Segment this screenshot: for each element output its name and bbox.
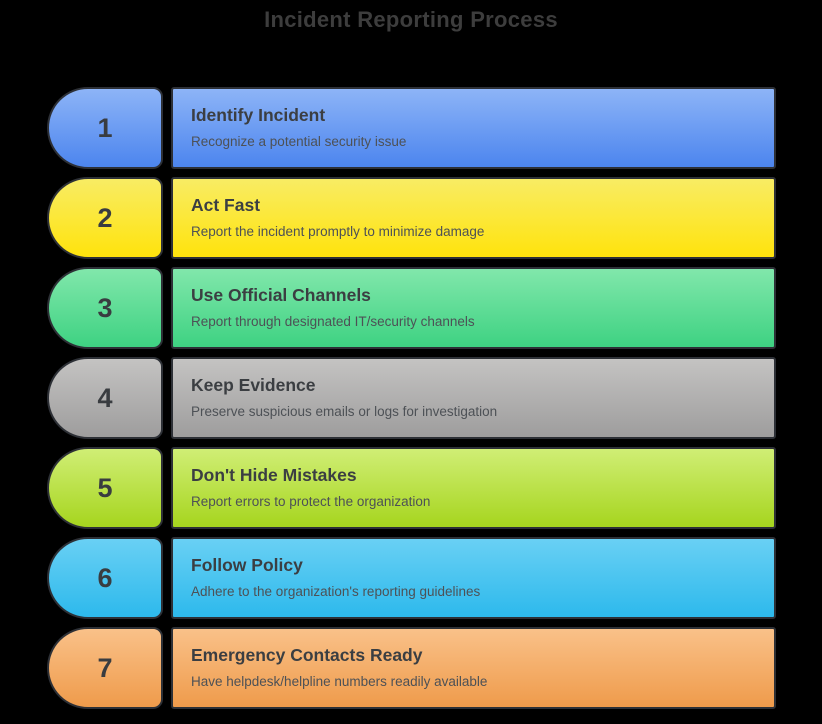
step-number: 3 <box>97 292 113 323</box>
step-number-badge: 2 <box>47 177 163 259</box>
step-number: 5 <box>97 472 113 503</box>
step-card: Use Official Channels Report through des… <box>171 267 776 349</box>
step-number-badge: 6 <box>47 537 163 619</box>
step-description: Report the incident promptly to minimize… <box>191 223 485 239</box>
step-number: 7 <box>97 652 113 683</box>
step-number: 1 <box>97 112 113 143</box>
step-number: 2 <box>97 202 113 233</box>
step-card: Act Fast Report the incident promptly to… <box>171 177 776 259</box>
step-title: Keep Evidence <box>191 375 316 396</box>
step-card: Emergency Contacts Ready Have helpdesk/h… <box>171 627 776 709</box>
step-description: Adhere to the organization's reporting g… <box>191 583 481 599</box>
step-row-2: 2 Act Fast Report the incident promptly … <box>47 177 776 259</box>
step-description: Have helpdesk/helpline numbers readily a… <box>191 673 488 689</box>
step-description: Report errors to protect the organizatio… <box>191 493 431 509</box>
step-number-badge: 3 <box>47 267 163 349</box>
page-title: Incident Reporting Process <box>264 7 558 32</box>
step-row-1: 1 Identify Incident Recognize a potentia… <box>47 87 776 169</box>
step-number: 6 <box>97 562 113 593</box>
step-number-badge: 7 <box>47 627 163 709</box>
steps-list: 1 Identify Incident Recognize a potentia… <box>47 87 776 717</box>
step-title: Act Fast <box>191 195 261 216</box>
step-card: Keep Evidence Preserve suspicious emails… <box>171 357 776 439</box>
step-title: Identify Incident <box>191 105 326 126</box>
step-number: 4 <box>97 382 113 413</box>
step-description: Report through designated IT/security ch… <box>191 313 475 329</box>
step-title: Emergency Contacts Ready <box>191 645 423 666</box>
step-row-6: 6 Follow Policy Adhere to the organizati… <box>47 537 776 619</box>
step-row-7: 7 Emergency Contacts Ready Have helpdesk… <box>47 627 776 709</box>
step-row-3: 3 Use Official Channels Report through d… <box>47 267 776 349</box>
step-title: Follow Policy <box>191 555 303 576</box>
step-card: Don't Hide Mistakes Report errors to pro… <box>171 447 776 529</box>
step-number-badge: 1 <box>47 87 163 169</box>
step-description: Preserve suspicious emails or logs for i… <box>191 403 498 419</box>
step-description: Recognize a potential security issue <box>191 133 407 149</box>
step-row-4: 4 Keep Evidence Preserve suspicious emai… <box>47 357 776 439</box>
step-card: Follow Policy Adhere to the organization… <box>171 537 776 619</box>
step-number-badge: 4 <box>47 357 163 439</box>
step-number-badge: 5 <box>47 447 163 529</box>
step-title: Use Official Channels <box>191 285 371 306</box>
step-title: Don't Hide Mistakes <box>191 465 357 486</box>
step-row-5: 5 Don't Hide Mistakes Report errors to p… <box>47 447 776 529</box>
step-card: Identify Incident Recognize a potential … <box>171 87 776 169</box>
